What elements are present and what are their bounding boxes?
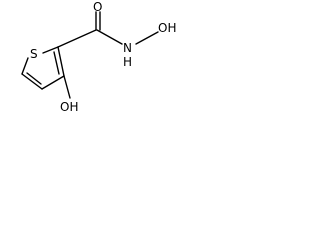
bond-s-c2 (42, 46, 59, 54)
bond-c-n (96, 29, 123, 45)
bond-c5-s (21, 57, 29, 75)
bond-c3-c4 (41, 75, 65, 90)
bond-c4-c5-inner (26, 72, 42, 85)
atom-phenol-oh: OH (60, 100, 78, 114)
bond-c4-c5 (21, 73, 43, 90)
bond-c3-o (63, 75, 71, 99)
bond-c2-c3 (57, 46, 65, 77)
chemical-structure: S O N H OH OH (21, 0, 176, 114)
bond-c2-c3-inner (53, 51, 60, 75)
atom-sulfur: S (30, 47, 38, 61)
bond-c2-ccarbonyl (57, 29, 97, 48)
side-chains (57, 11, 159, 99)
atom-amide-hydrogen: H (123, 55, 132, 69)
atom-carbonyl-oxygen: O (93, 0, 102, 14)
atom-labels: S O N H OH OH (30, 0, 176, 114)
atom-amide-nitrogen: N (123, 41, 132, 55)
atom-hydroxamic-oh: OH (158, 21, 176, 35)
thiophene-ring (21, 46, 65, 90)
bond-n-o (135, 31, 159, 45)
